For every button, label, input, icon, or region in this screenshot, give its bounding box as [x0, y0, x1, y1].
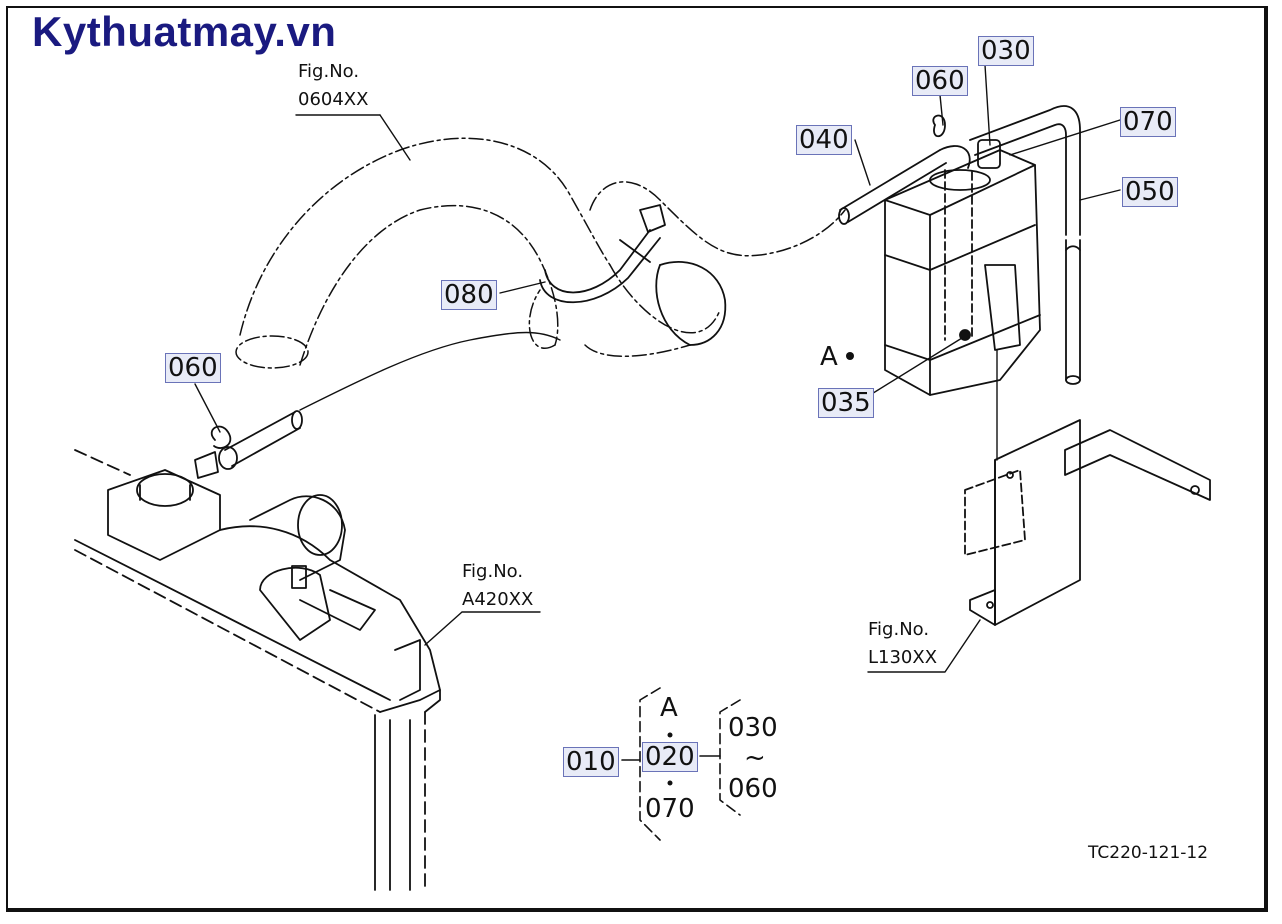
assembly-sub-020[interactable]: 020 — [642, 742, 698, 772]
fig-ref-radiator-label: Fig.No. — [462, 561, 524, 582]
callout-part-070[interactable]: 070 — [1120, 107, 1176, 137]
mounting-bracket — [964, 349, 1211, 626]
fig-ref-hose-code[interactable]: 0604XX — [298, 89, 369, 110]
brand-logo[interactable]: Kythuatmay.vn — [32, 8, 337, 55]
point-a-label: A — [820, 342, 838, 372]
callout-part-060-top[interactable]: 060 — [912, 66, 968, 96]
assembly-tail-070[interactable]: 070 — [645, 794, 695, 824]
overflow-line — [299, 331, 561, 411]
drawing-code: TC220-121-12 — [1088, 843, 1209, 863]
lower-hose-elbow — [655, 261, 727, 346]
callout-part-080[interactable]: 080 — [441, 280, 497, 310]
fig-ref-hose-label: Fig.No. — [298, 61, 360, 82]
fig-ref-bracket-label: Fig.No. — [868, 619, 930, 640]
radiator-core — [374, 689, 441, 891]
assembly-root-010[interactable]: 010 — [563, 747, 619, 777]
assembly-point-a: A — [660, 693, 678, 723]
radiator-top-tank — [74, 449, 441, 713]
assembly-range-from[interactable]: 030 — [728, 713, 778, 743]
point-a-dot — [846, 352, 854, 360]
assembly-dot-top — [667, 732, 673, 738]
callout-part-050[interactable]: 050 — [1122, 177, 1178, 207]
hose-clamp-band — [539, 204, 666, 304]
fig-ref-bracket-code[interactable]: L130XX — [868, 647, 938, 668]
overflow-pipe-left — [194, 410, 303, 479]
assembly-range-to[interactable]: 060 — [728, 774, 778, 804]
overflow-pipe-040 — [838, 105, 1081, 385]
callout-part-040[interactable]: 040 — [796, 125, 852, 155]
assembly-connectors — [621, 755, 721, 761]
drawing-frame — [6, 6, 1268, 912]
callout-part-030[interactable]: 030 — [978, 36, 1034, 66]
assembly-dot-bottom — [667, 780, 673, 786]
fig-ref-radiator-code[interactable]: A420XX — [462, 589, 534, 610]
reserve-tank-body — [884, 149, 1041, 396]
leader-lines — [194, 64, 1121, 673]
assembly-range-sep: ~ — [744, 743, 766, 773]
callout-part-060-left[interactable]: 060 — [165, 353, 221, 383]
callout-part-035[interactable]: 035 — [818, 388, 874, 418]
